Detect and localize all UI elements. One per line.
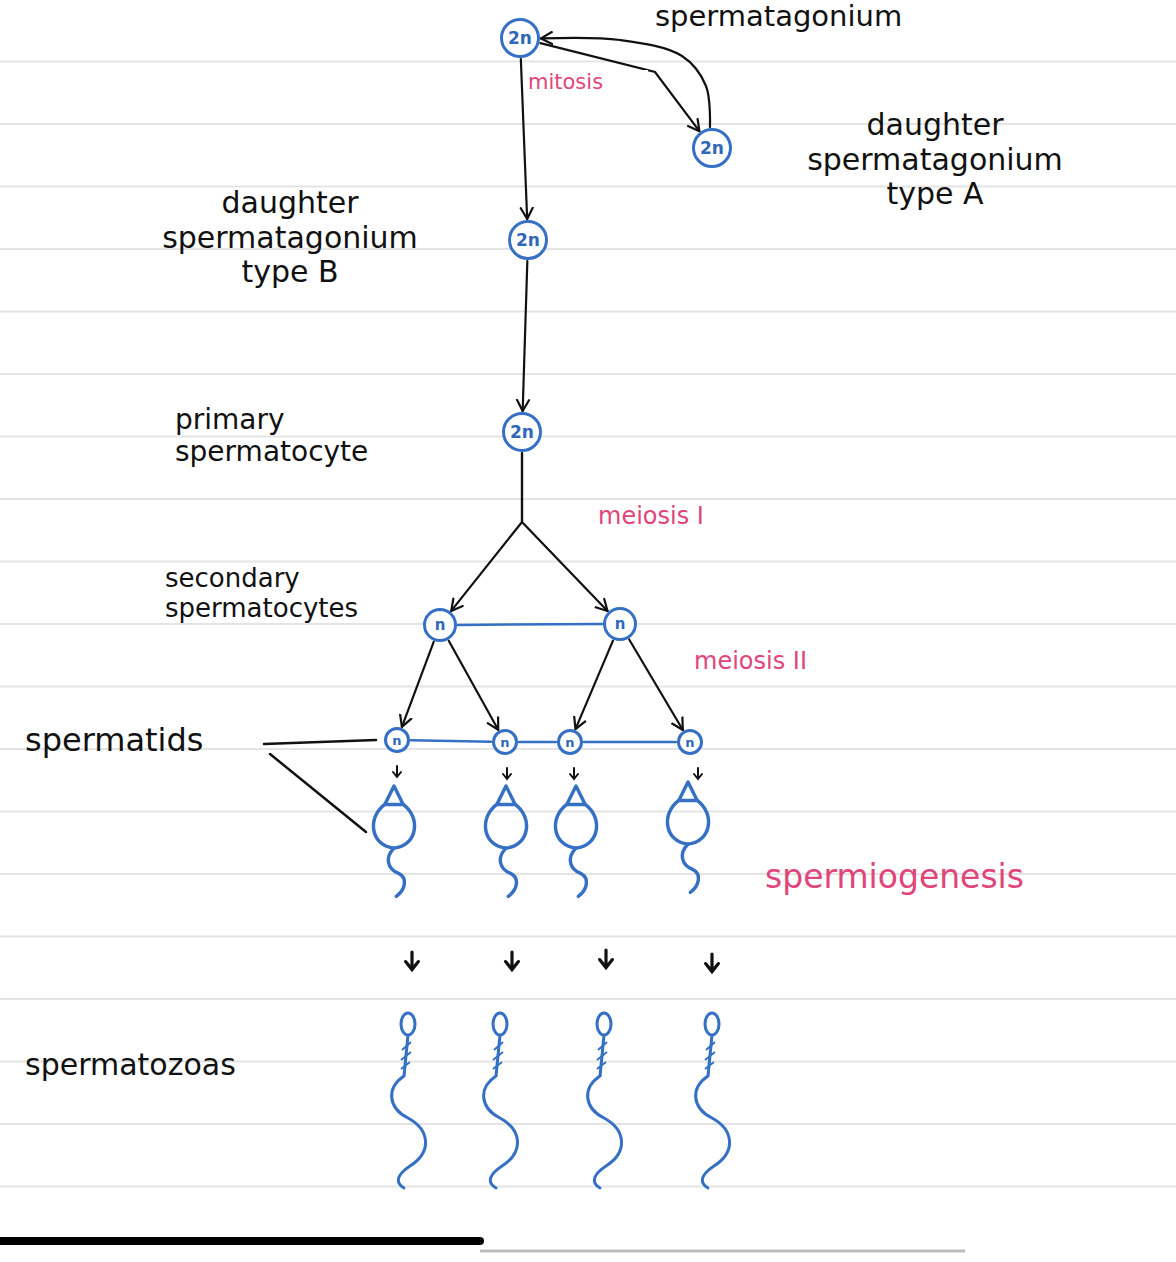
cell-name: spermatids	[25, 722, 265, 759]
link-line	[584, 741, 676, 744]
down-arrow	[506, 952, 519, 970]
process-label: spermiogenesis	[765, 858, 1165, 896]
cell-name: spermatagonium	[655, 0, 975, 33]
ruled-lines	[0, 0, 1176, 1230]
ploidy-text: 2n	[700, 140, 724, 157]
ploidy-text: n	[500, 736, 509, 749]
spermatozoon-drawing	[392, 1013, 426, 1188]
cell-circle: 2n	[502, 412, 542, 452]
down-arrow	[393, 766, 401, 777]
division-arrow	[521, 59, 527, 219]
process-label: mitosis	[528, 70, 648, 94]
cell-circle: n	[423, 608, 457, 642]
ploidy-text: n	[685, 736, 694, 749]
process-label: meiosis II	[694, 648, 894, 676]
spermatozoon-drawing	[484, 1013, 518, 1188]
link-line	[411, 740, 491, 741]
ploidy-text: n	[392, 734, 401, 747]
ploidy-text: 2n	[508, 30, 532, 47]
cell-circle: n	[557, 729, 583, 755]
down-arrow	[503, 768, 511, 779]
down-arrow	[694, 768, 702, 779]
spermatid-drawing	[667, 782, 708, 892]
division-arrow	[629, 639, 683, 729]
cell-name: secondary spermatocytes	[165, 564, 420, 624]
down-arrow	[600, 950, 613, 968]
cell-circle: n	[384, 727, 410, 753]
leader-line	[264, 740, 376, 744]
down-arrow	[406, 952, 419, 970]
cell-circle: 2n	[692, 128, 732, 168]
scroll-bar	[0, 1237, 480, 1245]
spermatid-drawing	[485, 786, 526, 896]
ploidy-text: n	[615, 617, 626, 632]
division-arrow	[402, 642, 434, 727]
down-arrow	[706, 954, 719, 972]
ploidy-text: 2n	[510, 424, 534, 441]
spermatozoon-drawing	[588, 1013, 622, 1188]
cell-circle: n	[603, 607, 637, 641]
cell-circle: 2n	[508, 220, 548, 260]
cell-name: daughter spermatagonium type A	[770, 108, 1100, 212]
cell-circle: n	[492, 729, 518, 755]
spermatid-drawing	[373, 786, 414, 896]
division-arrow	[449, 641, 498, 730]
cell-name: spermatozoas	[25, 1048, 325, 1083]
down-arrow	[570, 768, 578, 779]
division-arrow	[523, 261, 528, 411]
spermatozoon-drawing	[696, 1013, 730, 1188]
cell-name: primary spermatocyte	[175, 404, 475, 468]
division-arrow	[451, 453, 522, 611]
process-label: meiosis I	[598, 503, 798, 531]
division-arrow	[575, 641, 613, 730]
cell-circle: 2n	[500, 18, 540, 58]
leader-line	[270, 754, 366, 832]
ploidy-text: n	[565, 736, 574, 749]
cell-name: daughter spermatagonium type B	[130, 186, 450, 290]
spermatid-drawing	[555, 786, 596, 896]
ploidy-text: n	[435, 618, 446, 633]
ploidy-text: 2n	[516, 232, 540, 249]
cell-circle: n	[677, 729, 703, 755]
division-arrow	[522, 453, 608, 611]
link-line	[458, 623, 602, 626]
scroll-track	[480, 1250, 965, 1253]
link-line	[519, 741, 556, 744]
